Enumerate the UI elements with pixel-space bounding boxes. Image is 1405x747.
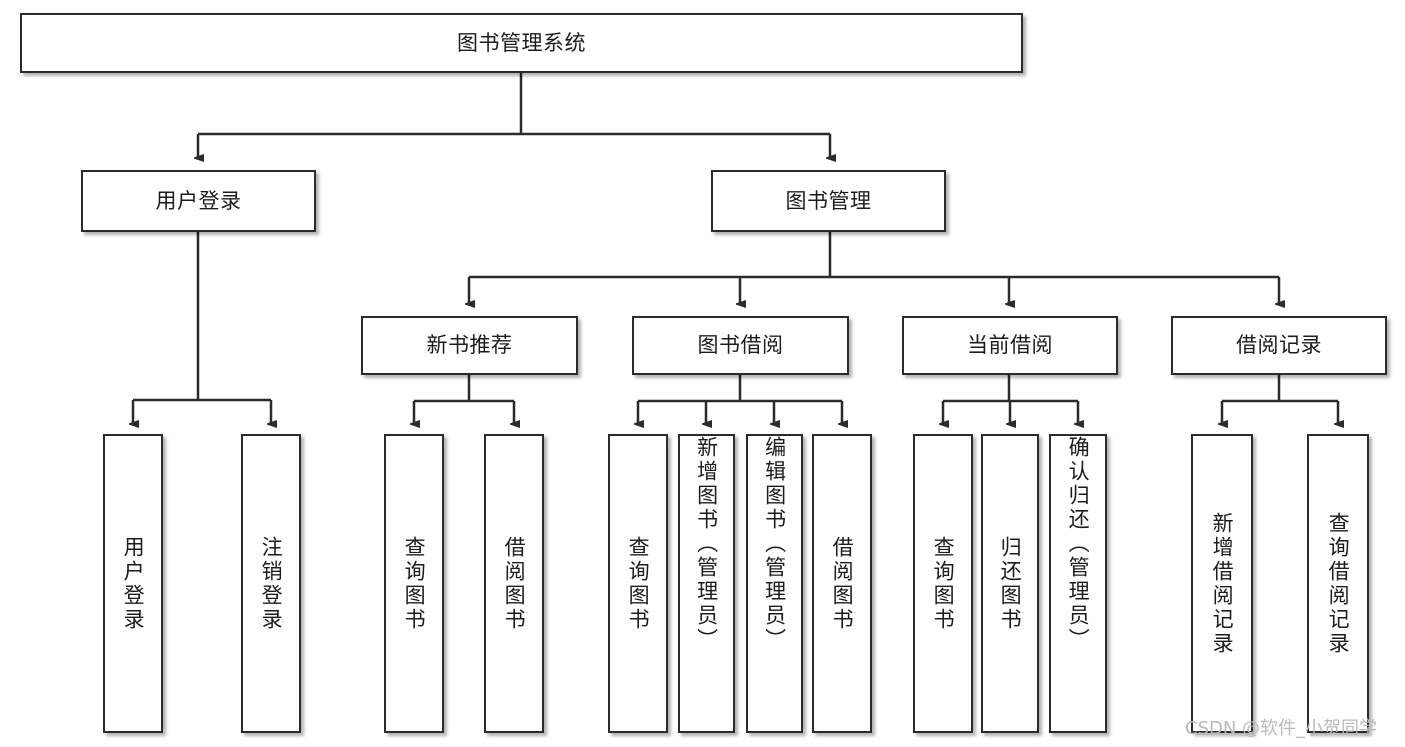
leaf-user-login-1-label: 注销登录: [259, 535, 284, 632]
node-root-label: 图书管理系统: [457, 30, 586, 55]
leaf-user-login-1[interactable]: 注销登录: [241, 434, 301, 733]
node-new-book[interactable]: 新书推荐: [361, 316, 578, 375]
leaf-book-borrow-0[interactable]: 查询图书: [608, 434, 668, 733]
leaf-borrow-record-1-label: 查询借阅记录: [1326, 511, 1351, 656]
leaf-user-login-0-label: 用户登录: [121, 535, 146, 632]
leaf-book-borrow-2-label: 编辑图书（管理员）: [762, 436, 787, 652]
leaf-current-borrow-1[interactable]: 归还图书: [981, 434, 1039, 733]
leaf-book-borrow-1[interactable]: 新增图书（管理员）: [678, 434, 735, 733]
node-borrow-record-label: 借阅记录: [1236, 333, 1322, 358]
leaf-current-borrow-2-label: 确认归还（管理员）: [1066, 436, 1091, 652]
node-new-book-label: 新书推荐: [426, 333, 513, 358]
leaf-book-borrow-3[interactable]: 借阅图书: [812, 434, 872, 733]
leaf-book-borrow-1-label: 新增图书（管理员）: [694, 436, 719, 652]
leaf-borrow-record-0[interactable]: 新增借阅记录: [1191, 434, 1253, 733]
leaf-current-borrow-1-label: 归还图书: [998, 535, 1023, 632]
leaf-new-book-1[interactable]: 借阅图书: [484, 434, 544, 733]
leaf-user-login-0[interactable]: 用户登录: [103, 434, 163, 733]
leaf-new-book-0-label: 查询图书: [402, 535, 427, 632]
node-borrow-record[interactable]: 借阅记录: [1171, 316, 1387, 375]
leaf-current-borrow-0-label: 查询图书: [931, 535, 956, 632]
leaf-new-book-1-label: 借阅图书: [502, 535, 527, 632]
node-user-login[interactable]: 用户登录: [81, 170, 316, 232]
leaf-book-borrow-2[interactable]: 编辑图书（管理员）: [746, 434, 803, 733]
node-book-borrow-label: 图书借阅: [697, 333, 784, 358]
node-current-borrow[interactable]: 当前借阅: [902, 316, 1118, 375]
leaf-borrow-record-0-label: 新增借阅记录: [1210, 511, 1235, 656]
node-root[interactable]: 图书管理系统: [20, 13, 1023, 73]
leaf-book-borrow-3-label: 借阅图书: [830, 535, 855, 632]
leaf-new-book-0[interactable]: 查询图书: [384, 434, 444, 733]
node-book-manage[interactable]: 图书管理: [711, 170, 946, 232]
watermark-text: CSDN @软件_小贺同学: [1185, 718, 1378, 739]
node-book-borrow[interactable]: 图书借阅: [632, 316, 849, 375]
leaf-book-borrow-0-label: 查询图书: [626, 535, 651, 632]
leaf-borrow-record-1[interactable]: 查询借阅记录: [1307, 434, 1369, 733]
node-current-borrow-label: 当前借阅: [967, 333, 1053, 358]
node-book-manage-label: 图书管理: [785, 188, 872, 213]
leaf-current-borrow-2[interactable]: 确认归还（管理员）: [1049, 434, 1107, 733]
node-user-login-label: 用户登录: [155, 188, 242, 213]
leaf-current-borrow-0[interactable]: 查询图书: [913, 434, 973, 733]
